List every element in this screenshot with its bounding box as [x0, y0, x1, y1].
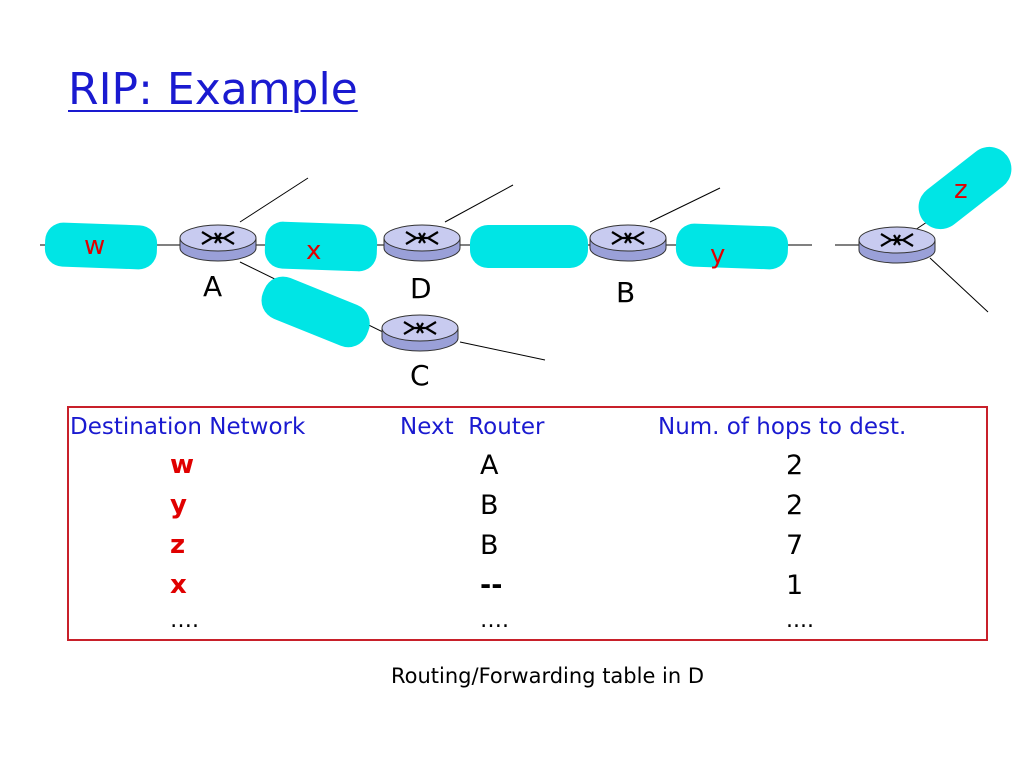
network-a-c-cloud	[261, 276, 370, 348]
row-2-hops: 2	[786, 490, 804, 521]
router-a-icon	[178, 223, 258, 263]
router-d-icon	[382, 223, 462, 263]
router-c-icon	[380, 313, 460, 353]
network-x-cloud	[264, 221, 378, 272]
row-3-next: B	[480, 530, 499, 561]
routing-table: Destination Network Next Router Num. of …	[67, 406, 988, 641]
network-between-d-b-cloud	[470, 225, 588, 268]
row-4-dest: x	[170, 570, 187, 600]
link-a-stub	[239, 177, 309, 223]
link-r4-stub	[929, 257, 989, 313]
row-2-next: B	[480, 490, 499, 521]
row-4-next: --	[480, 570, 503, 601]
router-b-icon	[588, 223, 668, 263]
header-destination: Destination Network	[70, 414, 306, 440]
row-2-dest: y	[170, 490, 187, 520]
link-b-stub	[649, 187, 721, 223]
router-b-label: B	[616, 276, 635, 309]
network-y-cloud	[675, 223, 789, 270]
row-5-hops: ....	[786, 608, 814, 633]
link-d-stub	[444, 184, 514, 223]
slide-title: RIP: Example	[68, 64, 358, 115]
network-w-cloud	[44, 222, 158, 270]
network-z-label: z	[954, 175, 968, 205]
row-5-next: ….	[480, 608, 509, 633]
table-caption: Routing/Forwarding table in D	[391, 664, 705, 688]
network-y-label: y	[710, 240, 725, 270]
router-c-label: C	[410, 359, 430, 392]
router-a-label: A	[203, 270, 222, 303]
router-d-label: D	[410, 272, 432, 305]
row-4-hops: 1	[786, 570, 804, 601]
network-x-label: x	[306, 236, 321, 266]
row-1-dest: w	[170, 450, 195, 480]
header-hops: Num. of hops to dest.	[658, 414, 907, 440]
network-w-label: w	[84, 231, 105, 261]
row-3-dest: z	[170, 530, 186, 560]
row-5-dest: ….	[170, 608, 199, 633]
row-1-next: A	[480, 450, 499, 481]
header-next-router: Next Router	[400, 414, 545, 440]
network-z-cloud	[918, 146, 1012, 230]
network-diagram: w x y z A D B C	[40, 146, 1012, 392]
router-z-gateway-icon	[857, 225, 937, 265]
row-3-hops: 7	[786, 530, 804, 561]
row-1-hops: 2	[786, 450, 804, 481]
link-c-stub	[459, 341, 546, 361]
